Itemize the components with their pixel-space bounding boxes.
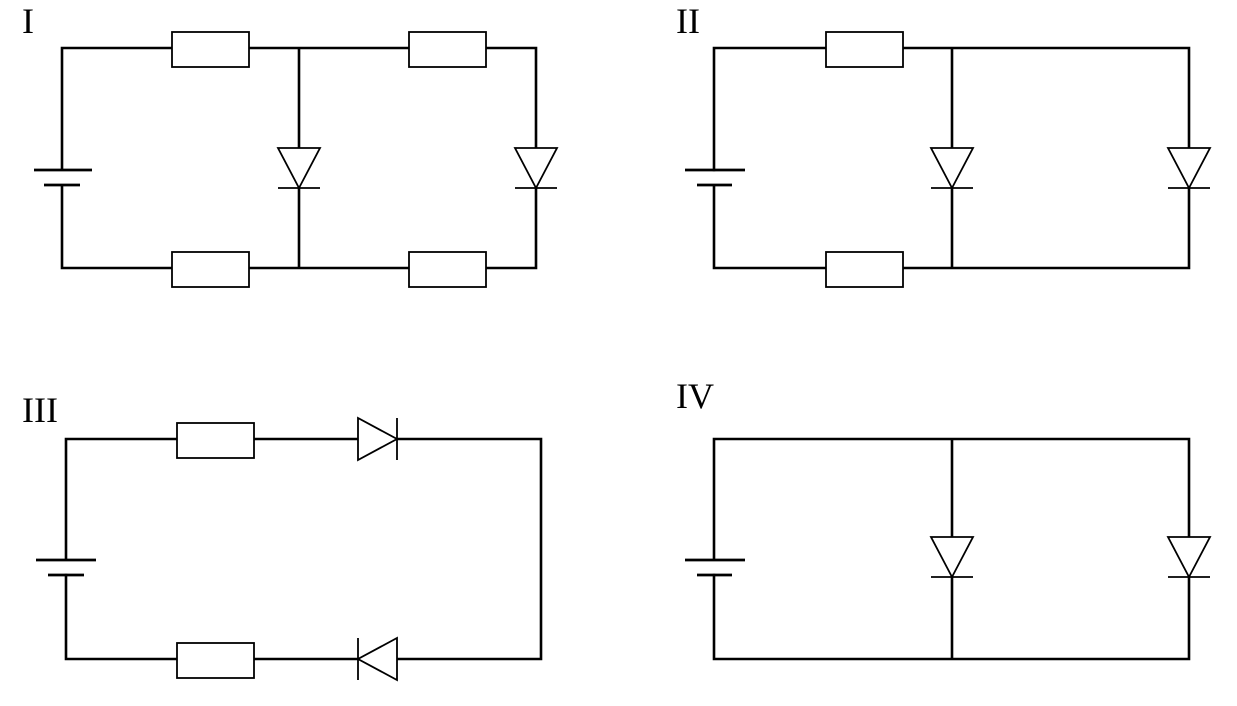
circuit-iii-resistor-top [176,422,255,459]
circuit-ii-resistor-bottom [825,251,904,288]
circuit-ii: II [676,1,1212,288]
circuit-label-iii: III [22,390,58,430]
circuit-iv-wires [712,437,1191,661]
circuit-iii-cell [36,558,96,577]
circuit-ii-resistor-top [825,31,904,68]
circuit-i-cell [34,168,92,187]
circuit-iii-diode-top [357,416,399,462]
circuit-ii-diode-middle [929,147,975,190]
circuit-label-i: I [22,1,34,41]
circuit-i-resistor-top-right [408,31,487,68]
circuit-i-resistor-top-left [171,31,250,68]
circuit-i-diode-right [513,147,559,190]
circuit-i-wires [60,46,538,270]
circuit-label-iv: IV [676,376,714,416]
circuit-iii-resistor-bottom [176,642,255,679]
circuit-label-ii: II [676,1,700,41]
circuit-i-diode-middle [276,147,322,190]
circuit-iv-cell [685,558,745,577]
circuit-iii: III [22,390,543,682]
circuit-ii-cell [685,168,745,187]
circuit-i-resistor-bottom-left [171,251,250,288]
circuit-ii-wires [712,46,1191,270]
circuit-i-resistor-bottom-right [408,251,487,288]
circuit-iv-diode-right [1166,536,1212,579]
circuit-iii-wires [64,437,543,661]
circuit-iii-diode-bottom [356,636,398,682]
circuit-iv: IV [676,376,1212,661]
circuit-iv-diode-middle [929,536,975,579]
circuit-i: I [22,1,559,288]
circuit-ii-diode-right [1166,147,1212,190]
